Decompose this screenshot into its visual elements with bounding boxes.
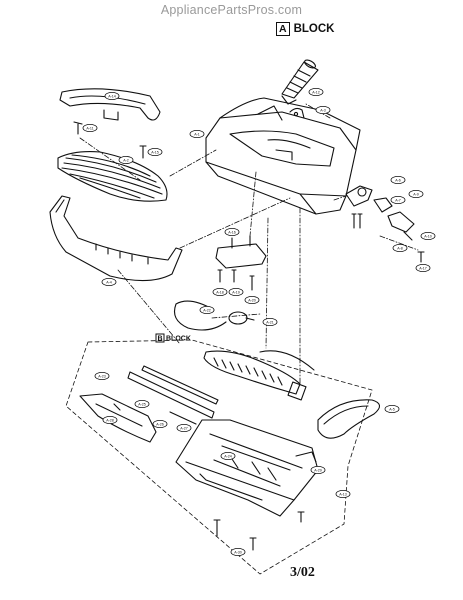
- callout-bubbles: A-1 A-2 A-3 A-4 A-5 A-6 A-7 A-8 A-9 A-10…: [82, 88, 436, 557]
- callout-a27: A-27: [176, 423, 192, 432]
- callout-a22: A-22: [199, 305, 215, 314]
- callout-a28: A-28: [102, 415, 118, 424]
- brush-roll-part: [203, 350, 315, 401]
- svg-text:A-14: A-14: [108, 94, 116, 98]
- screws-part: [73, 121, 425, 551]
- side-latch-part: [345, 185, 415, 241]
- svg-text:A-7: A-7: [395, 198, 401, 202]
- grille-plate-part: [57, 151, 168, 202]
- svg-text:A-24: A-24: [224, 454, 232, 458]
- svg-text:A-30: A-30: [234, 550, 242, 554]
- block-b-outline: [65, 339, 373, 575]
- svg-text:A-17: A-17: [419, 266, 427, 270]
- callout-a13: A-13: [335, 489, 351, 498]
- callout-a5: A-5: [384, 404, 400, 413]
- callout-a11: A-11: [82, 124, 98, 133]
- svg-text:A-29: A-29: [314, 468, 322, 472]
- svg-text:A-28: A-28: [106, 418, 114, 422]
- callout-a15: A-15: [147, 147, 163, 156]
- svg-text:A-5: A-5: [389, 407, 395, 411]
- callout-a3: A-3: [315, 106, 331, 115]
- svg-text:A-9: A-9: [413, 192, 419, 196]
- main-housing-part: [205, 97, 361, 215]
- front-bumper-part: [49, 195, 183, 282]
- base-plate-part: [79, 393, 157, 443]
- block-b-letter: B: [157, 336, 162, 343]
- callout-a7: A-7: [390, 195, 406, 204]
- svg-text:A-22: A-22: [203, 308, 211, 312]
- callout-a21: A-21: [262, 317, 278, 326]
- block-a-title: A BLOCK: [276, 22, 334, 36]
- wire-bracket-part: [215, 235, 267, 269]
- callout-a12: A-12: [308, 88, 324, 97]
- handle-grip-part: [59, 88, 161, 121]
- callout-a26: A-26: [152, 419, 168, 428]
- callout-a14: A-14: [104, 92, 120, 101]
- svg-text:A-15: A-15: [151, 150, 159, 154]
- svg-text:A-25: A-25: [138, 402, 146, 406]
- block-b-label: BLOCK: [166, 336, 191, 343]
- svg-text:A-18: A-18: [216, 290, 224, 294]
- agitator-strips-part: [127, 365, 219, 425]
- svg-text:A-8: A-8: [397, 246, 403, 250]
- svg-text:A-16: A-16: [228, 230, 236, 234]
- callout-a9: A-9: [408, 189, 424, 198]
- svg-text:A-2: A-2: [123, 158, 129, 162]
- assembly-lines: [79, 103, 419, 385]
- watermark: AppliancePartsPros.com: [160, 3, 303, 17]
- svg-text:A-12: A-12: [312, 90, 320, 94]
- callout-a17: A-17: [415, 263, 431, 272]
- svg-text:A-21: A-21: [266, 320, 274, 324]
- callout-a29: A-29: [310, 465, 326, 474]
- callout-a10: A-10: [420, 231, 436, 240]
- svg-text:A-13: A-13: [339, 492, 347, 496]
- callout-a8: A-8: [392, 243, 408, 252]
- callout-a18: A-18: [212, 287, 228, 296]
- callout-a6: A-6: [390, 175, 406, 184]
- page-number: 3/02: [290, 565, 315, 580]
- lamp-cord-part: [173, 300, 255, 331]
- svg-text:A-26: A-26: [156, 422, 164, 426]
- clip-part: [289, 107, 305, 119]
- svg-text:A-27: A-27: [180, 426, 188, 430]
- svg-text:A-1: A-1: [194, 132, 200, 136]
- svg-text:A-4: A-4: [106, 280, 112, 284]
- callout-a25: A-25: [134, 399, 150, 408]
- callout-a20: A-20: [244, 295, 260, 304]
- svg-text:A-6: A-6: [395, 178, 401, 182]
- svg-text:A-10: A-10: [424, 234, 432, 238]
- svg-text:A-23: A-23: [98, 374, 106, 378]
- nozzle-housing-part: [175, 419, 319, 517]
- svg-text:A-3: A-3: [320, 108, 326, 112]
- callout-a1: A-1: [189, 129, 205, 138]
- svg-text:A-11: A-11: [86, 126, 93, 130]
- svg-text:A-20: A-20: [248, 298, 256, 302]
- block-a-label: BLOCK: [293, 23, 335, 35]
- callout-a23: A-23: [94, 371, 110, 380]
- callout-a4: A-4: [101, 277, 117, 286]
- callout-a2: A-2: [118, 155, 134, 164]
- svg-text:A-19: A-19: [232, 290, 240, 294]
- callout-a16: A-16: [224, 227, 240, 236]
- callout-a24: A-24: [220, 451, 236, 460]
- neck-tube-part: [281, 59, 319, 105]
- callout-a19: A-19: [228, 287, 244, 296]
- block-a-letter: A: [276, 22, 290, 36]
- block-b-title: B BLOCK: [155, 333, 191, 343]
- callout-a30: A-30: [230, 548, 246, 557]
- drive-belt-part: [317, 399, 381, 439]
